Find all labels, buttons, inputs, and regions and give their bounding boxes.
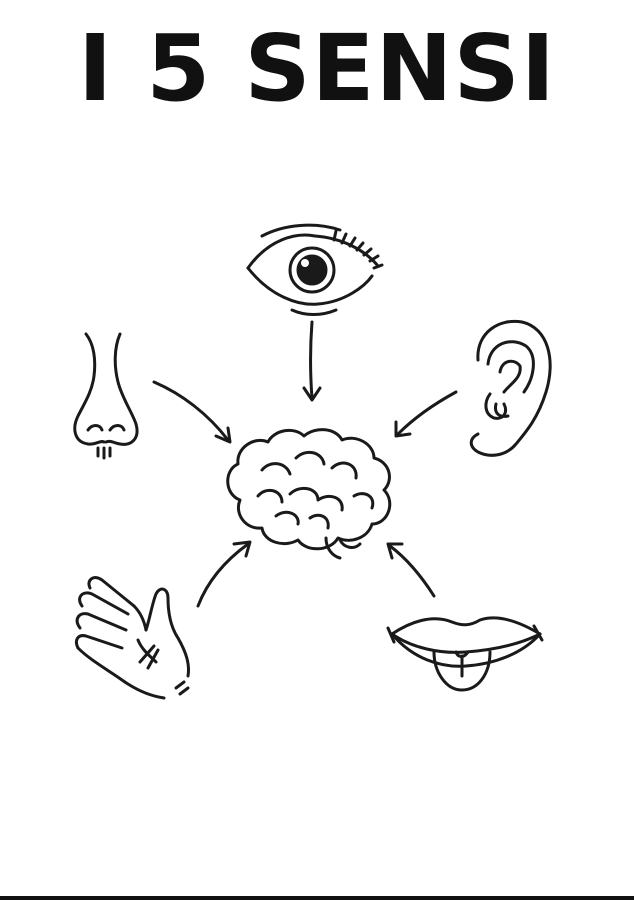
brain-icon [226,428,392,560]
arrow-ear-to-brain [394,390,458,438]
arrow-mouth-to-brain [386,542,436,598]
page-title: I 5 SENSI [78,15,556,122]
nose-icon [73,332,139,460]
arrow-nose-to-brain [152,380,232,444]
arrow-eye-to-brain [302,320,322,402]
arrow-hand-to-brain [196,540,252,608]
mouth-tongue-icon [386,616,544,692]
bottom-rule [0,896,634,900]
eye-icon [246,223,384,316]
hand-icon [74,576,190,700]
ear-icon [469,319,552,457]
